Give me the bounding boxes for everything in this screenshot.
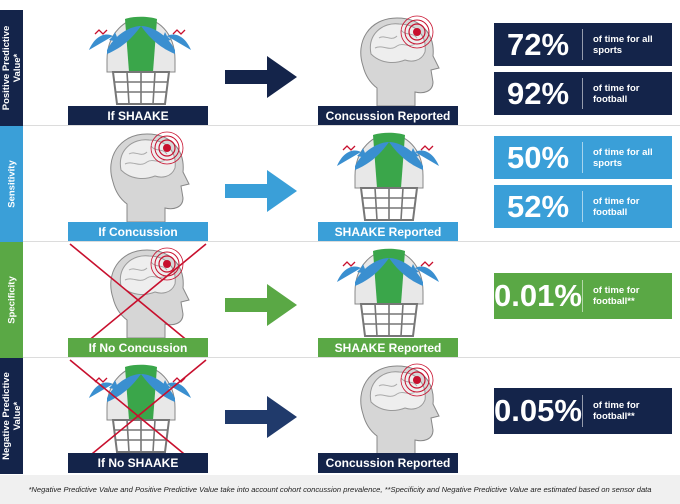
stat-value: 72% (506, 26, 570, 62)
helmet-icon (85, 360, 195, 461)
row-label: Negative Predictive Value* (0, 372, 23, 460)
stat-separator (582, 29, 583, 60)
left-caption: If Concussion (68, 222, 208, 242)
stat-description: of time for football** (593, 400, 640, 422)
row-sidebar: Positive Predictive Value* (0, 10, 23, 126)
stat-box: 52% of time for football (494, 185, 672, 228)
row-positive-predictive-value: Positive Predictive Value* If SHAAKE (0, 10, 680, 126)
stat-value: 50% (506, 139, 570, 175)
stat-description: of time for football (593, 82, 640, 105)
helmet-icon (333, 244, 443, 345)
stat-separator (582, 78, 583, 109)
stat-separator (582, 191, 583, 222)
right-caption: SHAAKE Reported (318, 338, 458, 358)
arrow-right-icon (225, 166, 301, 216)
row-label: Positive Predictive Value* (0, 25, 23, 111)
stat-box: 92% of time for football (494, 72, 672, 115)
arrow-right-icon (225, 280, 301, 330)
arrow-right-icon (225, 392, 301, 442)
left-caption: If SHAAKE (68, 106, 208, 126)
left-caption: If No Concussion (68, 338, 208, 358)
right-caption: SHAAKE Reported (318, 222, 458, 242)
head-brain-icon (95, 128, 195, 229)
stat-separator (582, 279, 583, 313)
right-caption: Concussion Reported (318, 453, 458, 473)
helmet-icon (85, 12, 195, 113)
stat-description: of time for football** (593, 285, 640, 307)
stat-box: 50% of time for all sports (494, 136, 672, 179)
stat-value: 0.01% (494, 278, 582, 313)
row-label: Specificity (6, 276, 17, 324)
row-negative-predictive-value: Negative Predictive Value* If No SHAAKE (0, 358, 680, 474)
row-sidebar: Negative Predictive Value* (0, 358, 23, 474)
row-sidebar: Specificity (0, 242, 23, 358)
helmet-icon (333, 128, 443, 229)
left-caption: If No SHAAKE (68, 453, 208, 473)
row-specificity: Specificity If No Concussion (0, 242, 680, 358)
arrow-right-icon (225, 52, 301, 102)
cross-out-icon (68, 242, 208, 363)
stat-value: 52% (506, 188, 570, 224)
row-divider (23, 357, 680, 358)
row-divider (23, 125, 680, 126)
row-label: Sensitivity (6, 160, 17, 208)
head-brain-icon (345, 12, 445, 113)
head-brain-icon (95, 244, 195, 345)
head-brain-icon (345, 360, 445, 461)
row-divider (23, 241, 680, 242)
stat-value: 0.05% (494, 393, 582, 428)
row-sidebar: Sensitivity (0, 126, 23, 242)
stat-separator (582, 394, 583, 428)
footnote: *Negative Predictive Value and Positive … (0, 475, 680, 504)
stat-box: 72% of time for all sports (494, 23, 672, 66)
row-sensitivity: Sensitivity If Concussion SHAAK (0, 126, 680, 242)
stat-box: 0.05% of time for football** (494, 388, 672, 434)
stat-description: of time for football (593, 195, 640, 218)
right-caption: Concussion Reported (318, 106, 458, 126)
stat-box: 0.01% of time for football** (494, 273, 672, 319)
stat-description: of time for all sports (593, 33, 653, 56)
stat-description: of time for all sports (593, 146, 653, 169)
stat-value: 92% (506, 75, 570, 111)
stat-separator (582, 142, 583, 173)
